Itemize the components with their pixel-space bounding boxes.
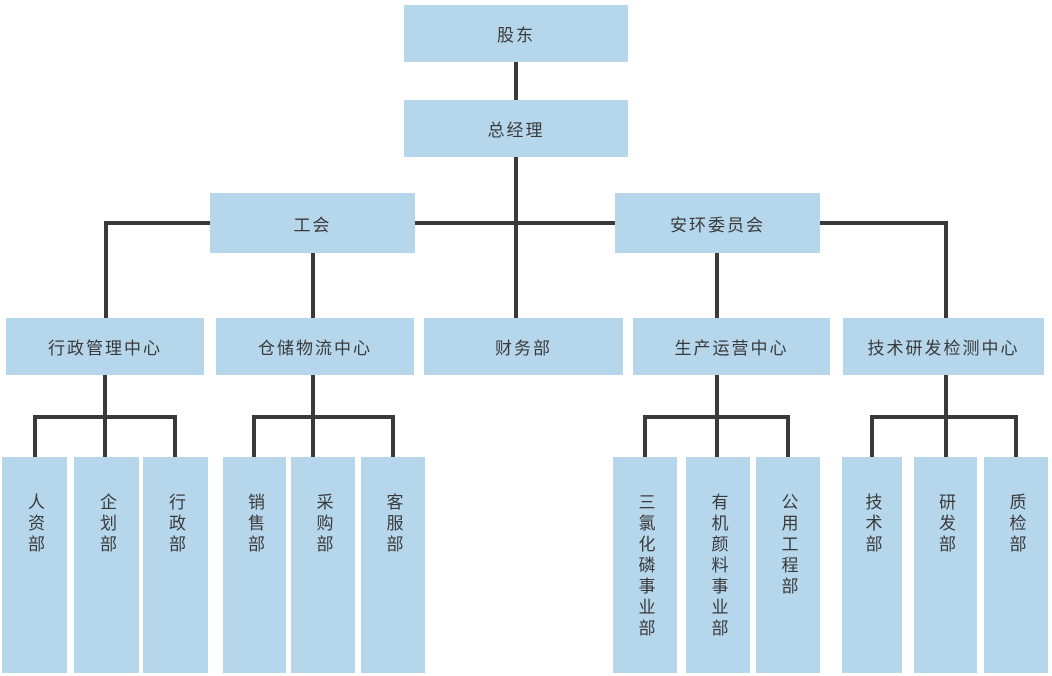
connector-line [252,415,256,457]
org-node-rd-dept: 研发部 [914,457,977,673]
org-node-hr-dept: 人资部 [2,457,67,673]
org-node-finance-dept: 财务部 [424,318,623,375]
connector-line [103,375,107,419]
org-node-organic-pigments-bu: 有机颜料事业部 [686,457,750,673]
connector-line [311,253,315,318]
org-node-safety-env-committee-label: 安环委员会 [670,215,765,235]
org-node-admin-mgmt-center-label: 行政管理中心 [48,339,162,358]
org-node-sales-dept: 销售部 [223,457,286,673]
org-node-safety-env-committee: 安环委员会 [615,193,820,253]
org-node-general-manager-label: 总经理 [487,121,545,140]
connector-line [715,253,719,318]
org-node-sales-dept-label: 销售部 [245,493,264,556]
org-node-labor-union: 工会 [210,193,415,253]
connector-line [643,415,647,457]
connector-line [786,415,790,457]
connector-line [715,415,719,457]
org-node-planning-dept: 企划部 [74,457,139,673]
org-node-labor-union-label: 工会 [293,215,332,235]
org-node-admin-dept-label: 行政部 [166,493,185,556]
org-node-quality-inspection-dept: 质检部 [984,457,1048,673]
org-node-finance-dept-label: 财务部 [495,339,552,358]
org-node-technology-dept: 技术部 [842,457,902,673]
connector-line [173,415,177,457]
org-node-warehouse-logistics-center-label: 仓储物流中心 [258,339,372,358]
org-node-procurement-dept-label: 采购部 [313,493,333,556]
connector-line [391,415,395,457]
org-node-tech-rd-testing-center: 技术研发检测中心 [843,318,1044,375]
connector-line [311,415,315,457]
connector-line [944,375,948,419]
org-node-admin-mgmt-center: 行政管理中心 [6,318,204,375]
org-node-customer-service-dept-label: 客服部 [383,493,403,556]
connector-line [311,375,315,419]
connector-line [870,415,874,457]
org-node-tech-rd-testing-center-label: 技术研发检测中心 [867,339,1020,358]
connector-line [514,62,518,100]
connector-line [1014,415,1018,457]
connector-line [104,221,212,225]
connector-line [252,415,395,419]
org-node-admin-dept: 行政部 [143,457,208,673]
org-node-quality-inspection-dept-label: 质检部 [1006,493,1026,556]
connector-line [514,157,518,318]
org-node-warehouse-logistics-center: 仓储物流中心 [216,318,414,375]
connector-line [415,221,615,225]
org-node-utility-engineering-dept: 公用工程部 [756,457,820,673]
connector-line [944,221,948,318]
connector-line [944,415,948,457]
org-node-hr-dept-label: 人资部 [25,493,44,556]
org-node-production-ops-center-label: 生产运营中心 [674,339,789,358]
org-node-organic-pigments-bu-label: 有机颜料事业部 [708,493,728,640]
org-node-technology-dept-label: 技术部 [862,493,882,556]
org-node-phosphorus-trichloride-bu: 三氯化磷事业部 [613,457,677,673]
connector-line [33,415,37,457]
connector-line [103,415,107,457]
org-node-planning-dept-label: 企划部 [97,493,116,556]
org-node-rd-dept-label: 研发部 [936,493,955,556]
org-node-procurement-dept: 采购部 [291,457,355,673]
org-node-customer-service-dept: 客服部 [361,457,425,673]
connector-line [820,221,948,225]
org-node-phosphorus-trichloride-bu-label: 三氯化磷事业部 [635,493,655,640]
connector-line [104,221,108,318]
org-node-shareholders-label: 股东 [497,26,535,45]
connector-line [715,375,719,419]
org-node-general-manager: 总经理 [404,100,628,157]
org-node-shareholders: 股东 [404,5,628,62]
org-node-utility-engineering-dept-label: 公用工程部 [778,493,798,598]
org-node-production-ops-center: 生产运营中心 [633,318,830,375]
